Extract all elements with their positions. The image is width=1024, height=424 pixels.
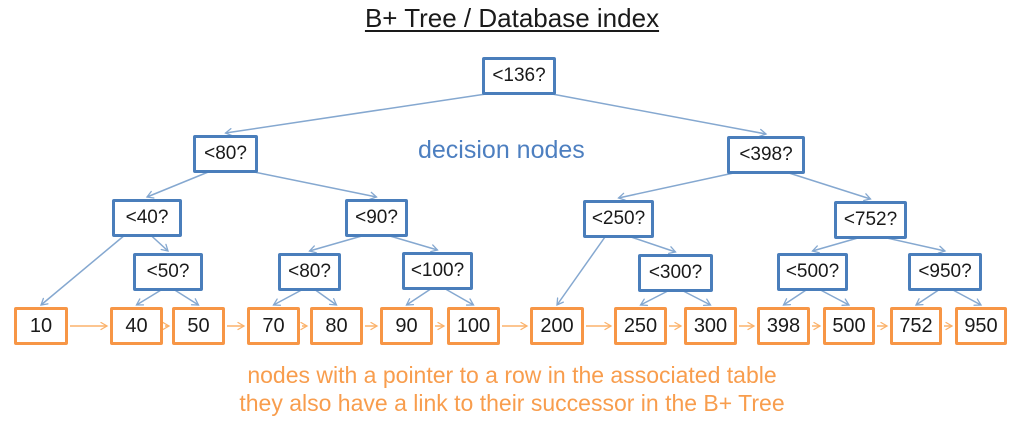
decision-nodes-annotation: decision nodes (418, 136, 585, 164)
leaf-node-v100: 100 (447, 307, 500, 345)
tree-edge (224, 93, 487, 137)
tree-edge (272, 289, 302, 306)
tree-edge (145, 171, 209, 199)
leaf-caption-line1: nodes with a pointer to a row in the ass… (247, 362, 777, 388)
tree-edge (253, 171, 378, 200)
decision-node-q250: <250? (583, 200, 654, 238)
tree-edge (389, 235, 439, 253)
decision-node-q50: <50? (133, 253, 203, 291)
leaf-node-v10: 10 (14, 307, 68, 345)
leaf-node-v398: 398 (757, 307, 810, 345)
leaf-node-v50: 50 (172, 307, 225, 345)
tree-edge (811, 237, 858, 254)
tree-edge (886, 237, 947, 254)
decision-node-q752: <752? (834, 201, 907, 239)
tree-edge (639, 290, 669, 307)
leaf-node-v70: 70 (247, 307, 300, 345)
decision-node-q100: <100? (402, 252, 473, 290)
tree-edge (556, 236, 606, 307)
tree-edge (820, 289, 851, 306)
tree-edge (551, 93, 768, 137)
decision-node-q40: <40? (112, 199, 182, 237)
tree-edge (405, 288, 432, 306)
tree-edge (151, 235, 169, 252)
tree-edge (445, 288, 475, 306)
leaf-node-v300: 300 (684, 307, 737, 345)
decision-node-q300: <300? (638, 254, 713, 292)
diagram-title: B+ Tree / Database index (364, 3, 660, 33)
tree-edge (630, 236, 677, 255)
tree-edge (315, 289, 338, 306)
tree-edge (308, 235, 362, 254)
tree-edge (788, 172, 872, 202)
decision-node-q950: <950? (908, 253, 982, 291)
tree-edge (952, 289, 983, 306)
leaf-node-v950: 950 (955, 307, 1007, 345)
decision-node-q136: <136? (482, 57, 556, 95)
leaf-caption-line2: they also have a link to their successor… (239, 390, 785, 416)
decision-node-q80: <80? (193, 135, 258, 173)
tree-edge (914, 289, 940, 306)
decision-node-q398: <398? (727, 136, 805, 174)
leaf-node-v40: 40 (110, 307, 163, 345)
tree-edge (40, 235, 125, 306)
tree-edge (617, 172, 734, 201)
decision-node-q80b: <80? (278, 253, 341, 291)
decision-node-q500: <500? (777, 253, 848, 291)
tree-edge (174, 289, 200, 306)
leaf-node-v752: 752 (890, 307, 942, 345)
leaf-node-v500: 500 (823, 307, 875, 345)
leaf-node-v90: 90 (380, 307, 433, 345)
decision-node-q90: <90? (345, 199, 408, 237)
leaf-node-v80: 80 (310, 307, 363, 345)
tree-edge (135, 289, 162, 306)
leaf-node-v200: 200 (530, 307, 584, 345)
leaf-node-v250: 250 (614, 307, 667, 345)
tree-edge (782, 289, 807, 306)
tree-edge (682, 290, 712, 307)
